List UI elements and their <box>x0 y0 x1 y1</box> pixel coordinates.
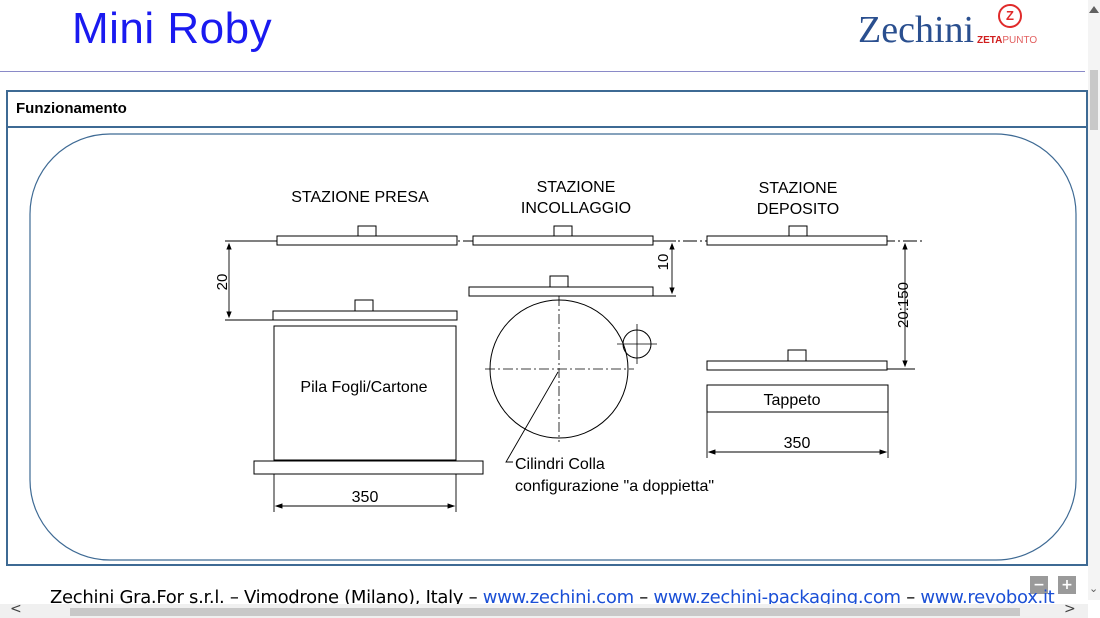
presa-head-block <box>357 225 377 237</box>
incollaggio-head <box>472 235 654 246</box>
diagram-frame <box>29 133 1077 561</box>
scroll-up-icon[interactable] <box>1089 6 1099 13</box>
vertical-scrollbar[interactable] <box>1088 0 1100 600</box>
presa-platform <box>272 310 458 321</box>
paper-stack <box>273 325 457 461</box>
dimension-350-left: 350 <box>352 489 379 506</box>
footer-link-revobox[interactable]: www.revobox.it <box>920 587 1055 608</box>
header-divider <box>0 71 1085 72</box>
logo-text-b: PUNTO <box>1002 35 1038 46</box>
presa-platform-block <box>354 299 374 312</box>
station-deposito-label-2: DEPOSITO <box>757 201 839 218</box>
cilindri-label-2: configurazione "a doppietta" <box>515 478 714 495</box>
panel-header: Funzionamento <box>8 92 1086 128</box>
presa-head <box>276 235 458 246</box>
cilindri-label-1: Cilindri Colla <box>515 456 605 473</box>
scroll-left-icon[interactable]: < <box>10 601 22 617</box>
deposito-head-block <box>788 225 808 237</box>
content-panel: Funzionamento <box>6 90 1088 566</box>
conveyor-belt <box>706 384 889 413</box>
deposito-head <box>706 235 888 246</box>
deposito-platform-block <box>787 349 807 362</box>
slide-title: Mini Roby <box>72 4 273 53</box>
station-deposito-label-1: STAZIONE <box>759 180 838 197</box>
dimension-20: 20 <box>214 274 231 291</box>
brand-name: Zechini <box>858 9 975 51</box>
logo-text-a: ZETA <box>977 35 1003 46</box>
stack-base <box>253 460 484 475</box>
footer-link-packaging[interactable]: www.zechini-packaging.com <box>653 587 901 608</box>
logo-z-icon: Z <box>998 4 1022 28</box>
footer-separator: – <box>900 587 921 608</box>
vertical-scroll-thumb[interactable] <box>1090 70 1098 130</box>
logo-text: ZETAPUNTO <box>977 35 1037 46</box>
deposito-platform <box>706 360 888 371</box>
footer: Zechini Gra.For s.r.l. – Vimodrone (Mila… <box>50 587 1055 608</box>
horizontal-scroll-thumb[interactable] <box>70 608 1020 616</box>
panel-title: Funzionamento <box>16 100 127 117</box>
pila-label: Pila Fogli/Cartone <box>300 379 427 396</box>
horizontal-scrollbar[interactable] <box>0 604 1088 618</box>
scroll-down-icon[interactable]: ⌄ <box>1089 582 1099 595</box>
zoom-out-button[interactable]: − <box>1030 576 1048 594</box>
zetapunto-logo: Z ZETAPUNTO <box>970 2 1050 52</box>
dimension-350-right: 350 <box>784 435 811 452</box>
zoom-in-button[interactable]: + <box>1058 576 1076 594</box>
footer-link-zechini[interactable]: www.zechini.com <box>482 587 634 608</box>
incollaggio-platform-block <box>549 275 569 288</box>
cilindri-leader <box>505 371 559 463</box>
incollaggio-platform <box>468 286 654 297</box>
incollaggio-head-block <box>553 225 573 237</box>
scroll-right-icon[interactable]: > <box>1064 601 1076 617</box>
tappeto-label: Tappeto <box>764 392 821 409</box>
station-incollaggio-label-1: STAZIONE <box>537 179 616 196</box>
station-presa-label: STAZIONE PRESA <box>291 189 429 206</box>
dimension-10: 10 <box>655 254 672 271</box>
footer-separator: – <box>633 587 654 608</box>
station-incollaggio-label-2: INCOLLAGGIO <box>521 200 631 217</box>
dimension-20-150: 20:150 <box>895 282 912 328</box>
footer-company: Zechini Gra.For s.r.l. – Vimodrone (Mila… <box>50 587 483 608</box>
